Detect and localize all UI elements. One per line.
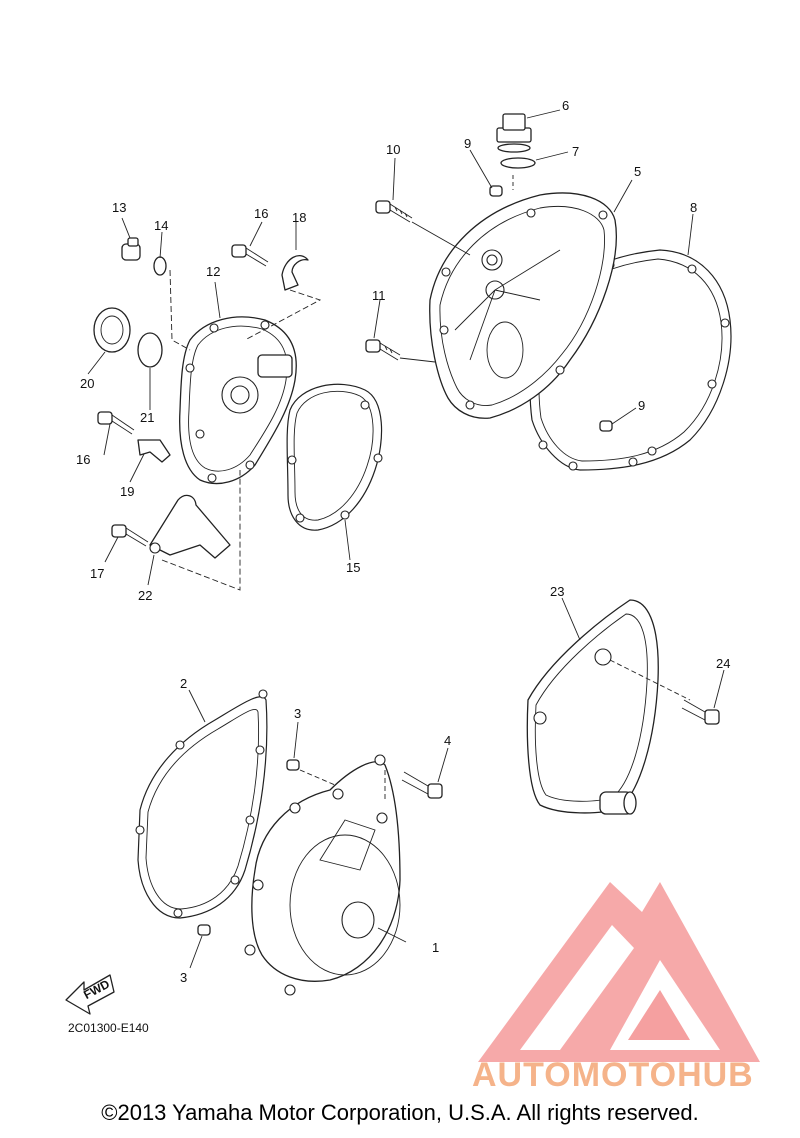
callout-6: 6	[562, 98, 569, 113]
callout-22: 22	[138, 588, 152, 603]
part-8-gasket	[521, 249, 732, 471]
part-16-bolt-lower	[97, 411, 135, 435]
part-24-bolt	[681, 699, 720, 725]
part-13-plug	[121, 237, 141, 261]
part-7-o-ring	[500, 157, 536, 169]
diagram-code: 2C01300-E140	[68, 1021, 149, 1035]
part-14-washer	[153, 256, 167, 276]
callout-8: 8	[690, 200, 697, 215]
part-20-plug	[93, 307, 131, 353]
callout-5: 5	[634, 164, 641, 179]
part-2-gasket	[135, 689, 268, 919]
part-11-bolt	[365, 339, 401, 361]
part-17-bolt	[111, 524, 149, 547]
part-5-clutch-cover	[429, 192, 617, 419]
part-21-o-ring	[137, 332, 163, 368]
callout-18: 18	[292, 210, 306, 225]
leader-lines	[87, 109, 725, 969]
part-3-dowel-pin-lower	[197, 924, 211, 936]
part-16-bolt-upper	[231, 244, 269, 267]
part-15-gasket	[286, 383, 383, 531]
callout-13: 13	[112, 200, 126, 215]
watermark-text: AUTOMOTOHUB	[472, 1056, 754, 1094]
callout-9-upper: 9	[464, 136, 471, 151]
part-10-bolt	[375, 200, 413, 223]
part-22-bracket	[149, 494, 231, 559]
callout-12: 12	[206, 264, 220, 279]
part-12-pickup-coil-cover	[179, 316, 297, 485]
part-9-dowel-pin-upper	[489, 185, 503, 197]
callout-10: 10	[386, 142, 400, 157]
part-23-sprocket-cover	[526, 599, 659, 815]
callout-3-lower: 3	[180, 970, 187, 985]
callout-21: 21	[140, 410, 154, 425]
callout-2: 2	[180, 676, 187, 691]
callout-7: 7	[572, 144, 579, 159]
callout-19: 19	[120, 484, 134, 499]
watermark-logo	[478, 882, 760, 1062]
callout-11: 11	[372, 288, 386, 303]
callout-16-upper: 16	[254, 206, 268, 221]
callout-14: 14	[154, 218, 168, 233]
fwd-arrow-icon	[65, 974, 115, 1015]
callout-17: 17	[90, 566, 104, 581]
callout-15: 15	[346, 560, 360, 575]
callout-1: 1	[432, 940, 439, 955]
copyright-notice: ©2013 Yamaha Motor Corporation, U.S.A. A…	[101, 1100, 699, 1125]
callout-3-upper: 3	[294, 706, 301, 721]
part-3-dowel-pin-upper	[286, 759, 300, 771]
part-19-bracket	[137, 439, 171, 463]
part-1-generator-cover	[244, 754, 401, 996]
part-6-oil-filler-cap	[496, 113, 532, 153]
callout-16-lower: 16	[76, 452, 90, 467]
part-4-bolt	[401, 771, 443, 799]
callout-4: 4	[444, 733, 451, 748]
callout-9-lower: 9	[638, 398, 645, 413]
part-9-dowel-pin-lower	[599, 420, 613, 432]
callout-23: 23	[550, 584, 564, 599]
callout-20: 20	[80, 376, 94, 391]
callout-24: 24	[716, 656, 730, 671]
part-18-clamp	[281, 255, 309, 291]
